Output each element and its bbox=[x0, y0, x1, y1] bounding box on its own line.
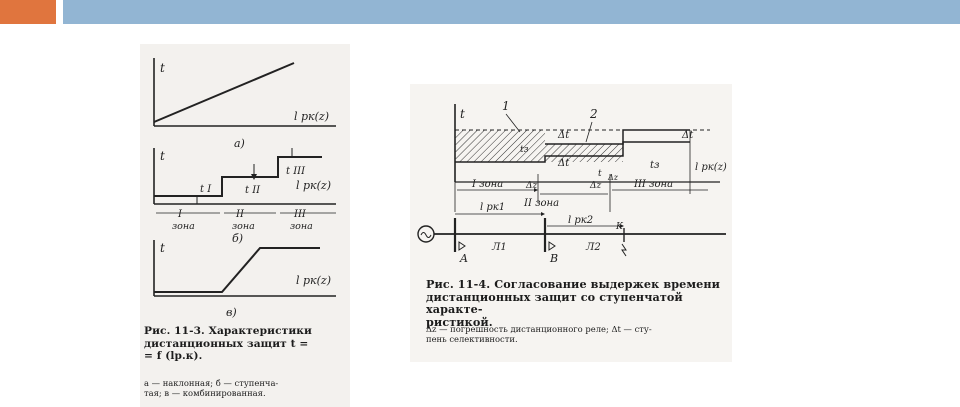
generator-wave bbox=[420, 232, 432, 238]
graph-a-y-label: t bbox=[160, 61, 165, 75]
fig4-zone3-label: III зона bbox=[633, 179, 673, 190]
fig4-label-1: 1 bbox=[502, 99, 510, 113]
graph-b-step-characteristic bbox=[154, 156, 322, 197]
fig4-len1-label: l рк1 bbox=[480, 202, 505, 213]
bus-a-label: A bbox=[459, 252, 468, 265]
fig4-x-label: l рк(z) bbox=[695, 162, 727, 173]
fig4-dt-lower: Δt bbox=[557, 158, 570, 169]
graph-b-zone3-word: зона bbox=[290, 221, 313, 232]
fig4-label-2: 2 bbox=[589, 107, 598, 121]
graph-b: t t I t II t III l рк(z) I II III зона з… bbox=[153, 148, 336, 245]
title-bar bbox=[63, 0, 960, 24]
graph-a: t l рк(z) а) bbox=[153, 58, 336, 150]
note-line: тая; в — комбинированная. bbox=[144, 388, 266, 398]
graph-b-zone2-numeral: II bbox=[235, 209, 245, 220]
figure-11-4: t 1 2 Δt Δt Δt tз tз t l рк(z) I зона Δz… bbox=[410, 84, 732, 362]
fault-icon bbox=[621, 243, 627, 257]
point-k-label: K bbox=[615, 222, 624, 232]
graph-a-x-label: l рк(z) bbox=[294, 110, 329, 123]
fig4-dz-1: Δz bbox=[525, 181, 537, 191]
figure-11-4-drawing: t 1 2 Δt Δt Δt tз tз t l рк(z) I зона Δz… bbox=[417, 99, 727, 265]
caption-line: ристикой. bbox=[426, 314, 493, 329]
fig4-characteristic-1 bbox=[455, 141, 690, 163]
figure-11-4-caption: Рис. 11-4. Согласование выдержек времени… bbox=[426, 278, 732, 328]
graph-a-characteristic bbox=[153, 62, 295, 123]
caption-line: Рис. 11-3. Характеристики bbox=[144, 325, 312, 337]
fig4-leader-2 bbox=[585, 121, 593, 143]
note-line: а — наклонная; б — ступенча- bbox=[144, 378, 279, 388]
graph-c-tag: в) bbox=[226, 306, 237, 319]
caption-line: дистанционных защит со ступенчатой харак… bbox=[426, 289, 683, 316]
fig4-y-label: t bbox=[460, 107, 465, 121]
graph-b-zone2-word: зона bbox=[232, 221, 255, 232]
note-line: Δz — погрешность дистанционного реле; Δt… bbox=[426, 324, 652, 334]
accent-block bbox=[0, 0, 56, 24]
relay-a-icon bbox=[458, 241, 466, 251]
graph-b-t1-label: t I bbox=[200, 184, 212, 195]
relay-b-icon bbox=[548, 241, 556, 251]
fig4-dz-2: Δz bbox=[589, 181, 601, 191]
fig4-leader-1 bbox=[505, 113, 521, 133]
caption-line: Рис. 11-4. Согласование выдержек времени bbox=[426, 277, 721, 291]
line1-label: Л1 bbox=[491, 242, 507, 253]
figure-11-3-drawing: t l рк(z) а) t t I t II t III l рк(z) I … bbox=[153, 58, 336, 319]
graph-b-zone3-numeral: III bbox=[293, 209, 307, 220]
caption-line: дистанционных защит t = bbox=[144, 337, 309, 350]
figure-11-3: t l рк(z) а) t t I t II t III l рк(z) I … bbox=[140, 44, 350, 407]
graph-b-t2-label: t II bbox=[245, 185, 261, 196]
graph-b-x-label: l рк(z) bbox=[296, 179, 331, 192]
fig4-zone2-label: II зона bbox=[523, 198, 559, 209]
fig4-dt-upper: Δt bbox=[557, 130, 570, 141]
fig4-tz-right: tз bbox=[650, 160, 659, 171]
fig4-dt-right: Δt bbox=[681, 130, 694, 141]
fig4-t-curve: t bbox=[598, 169, 602, 179]
fig4-tz-left: tз bbox=[520, 145, 529, 155]
fig4-dz-3: Δz bbox=[607, 173, 619, 182]
graph-b-t3-label: t III bbox=[286, 166, 306, 177]
graph-c-x-label: l рк(z) bbox=[296, 274, 331, 287]
fig4-zone1-hatch bbox=[455, 130, 545, 162]
graph-c-y-label: t bbox=[160, 241, 165, 255]
line2-label: Л2 bbox=[585, 242, 601, 253]
bus-b-label: B bbox=[549, 252, 558, 265]
graph-c: t l рк(z) в) bbox=[153, 240, 336, 319]
graph-a-tag: а) bbox=[234, 137, 245, 150]
note-line: пень селективности. bbox=[426, 334, 518, 344]
graph-c-combined-characteristic bbox=[154, 247, 320, 293]
figure-11-3-caption: Рис. 11-3. Характеристики дистанционных … bbox=[144, 325, 350, 363]
graph-b-zone1-word: зона bbox=[172, 221, 195, 232]
fig4-characteristic-2 bbox=[545, 129, 690, 145]
fig4-len2-label: l рк2 bbox=[568, 215, 593, 226]
fig4-zone1-label: I зона bbox=[471, 179, 503, 190]
graph-b-y-label: t bbox=[160, 149, 165, 163]
caption-line: = f (lр.к). bbox=[144, 350, 203, 362]
figure-11-3-note: а — наклонная; б — ступенча- тая; в — ко… bbox=[144, 378, 350, 398]
graph-b-tag: б) bbox=[232, 232, 243, 245]
graph-b-zone1-numeral: I bbox=[177, 209, 183, 220]
fig4-zone2-hatch bbox=[545, 144, 623, 162]
figure-11-4-note: Δz — погрешность дистанционного реле; Δt… bbox=[426, 324, 732, 344]
